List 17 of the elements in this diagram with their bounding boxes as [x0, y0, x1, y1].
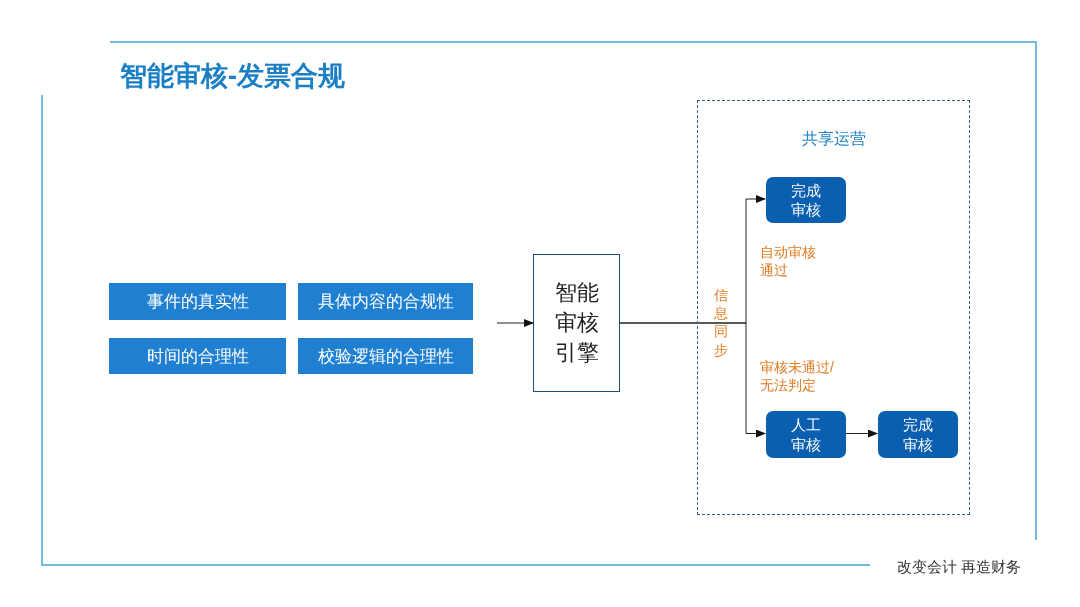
- slide-title: 智能审核-发票合规: [120, 60, 345, 93]
- process-box: 完成审核: [878, 411, 958, 458]
- criterion-box: 校验逻辑的合理性: [298, 338, 473, 374]
- engine-box: 智能审核引擎: [533, 254, 620, 392]
- criterion-box: 事件的真实性: [109, 283, 286, 320]
- slogan: 改变会计 再造财务: [897, 558, 1022, 577]
- arrow: [619, 322, 766, 438]
- group-heading: 共享运营: [800, 129, 867, 149]
- side-note: 信息同步: [714, 286, 729, 359]
- arrow: [496, 319, 534, 327]
- arrow: [844, 429, 878, 438]
- edge-label: 自动审核通过: [760, 243, 817, 280]
- criterion-box: 时间的合理性: [109, 338, 286, 374]
- criterion-box: 具体内容的合规性: [298, 283, 473, 320]
- edge-label: 审核未通过/无法判定: [760, 358, 835, 395]
- process-box: 人工审核: [766, 411, 846, 458]
- process-box: 完成审核: [766, 177, 846, 223]
